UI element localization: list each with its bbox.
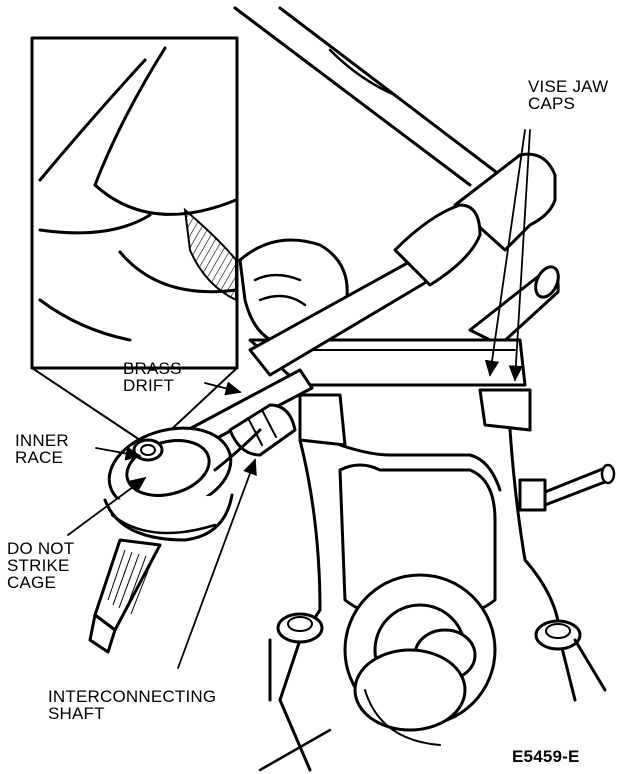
leader-do-not-strike-cage bbox=[67, 476, 147, 536]
leader-vise-jaw-caps-right bbox=[508, 129, 531, 382]
leader-brass-drift bbox=[204, 381, 242, 396]
magnified-inset bbox=[30, 36, 239, 441]
vise bbox=[233, 6, 616, 772]
leader-inner-race bbox=[95, 446, 142, 461]
leader-vise-jaw-caps-left bbox=[484, 129, 526, 377]
hand-and-hammer bbox=[238, 203, 482, 377]
label-vise-jaw-caps: VISE JAW CAPS bbox=[528, 77, 609, 113]
figure-code: E5459-E bbox=[512, 747, 580, 766]
bolt-left bbox=[276, 612, 324, 644]
leader-lines bbox=[67, 129, 531, 669]
label-brass-drift: BRASS DRIFT bbox=[123, 359, 182, 395]
label-interconnecting-shaft: INTERCONNECTING SHAFT bbox=[48, 687, 217, 723]
label-inner-race: INNER RACE bbox=[15, 431, 69, 467]
leader-interconnecting-shaft bbox=[177, 458, 257, 669]
bolt-right bbox=[534, 619, 582, 651]
label-do-not-strike-cage: DO NOT STRIKE CAGE bbox=[7, 539, 75, 592]
